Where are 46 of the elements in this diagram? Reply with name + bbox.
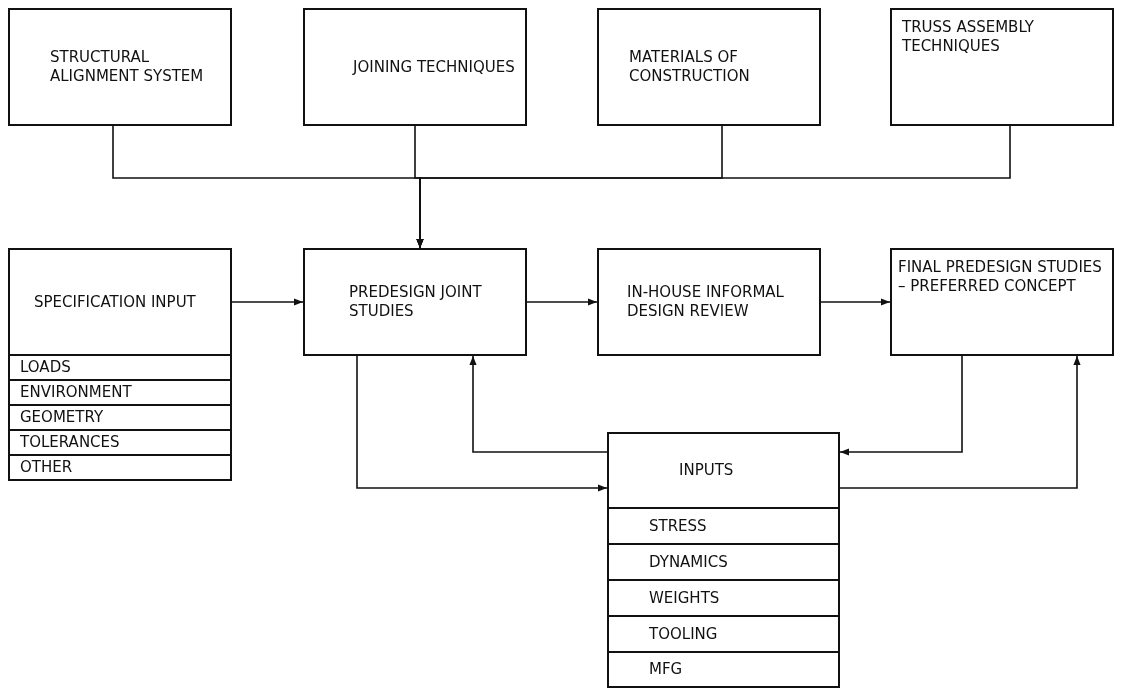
process-box: [607, 432, 840, 509]
box-label: IN-HOUSE INFORMAL DESIGN REVIEW: [627, 283, 785, 321]
arrow: [839, 355, 963, 456]
box-label: INPUTS: [679, 461, 734, 480]
box-label: STRUCTURAL ALIGNMENT SYSTEM: [50, 48, 205, 86]
box-label: STRESS: [649, 516, 707, 536]
box-label: MATERIALS OF CONSTRUCTION: [629, 48, 751, 86]
process-box: [597, 8, 821, 126]
process-box: [607, 579, 840, 617]
process-box: [597, 248, 821, 356]
box-label: FINAL PREDESIGN STUDIES – PREFERRED CONCEPT: [898, 258, 1103, 296]
box-label: JOINING TECHNIQUES: [353, 57, 515, 77]
process-box: [607, 507, 840, 545]
arrow: [416, 125, 1011, 249]
arrow: [839, 355, 1081, 489]
process-box: [303, 8, 527, 126]
arrow: [820, 298, 891, 306]
arrow: [356, 355, 608, 492]
process-box: [8, 404, 232, 431]
box-label: TOOLING: [649, 624, 718, 644]
box-label: SPECIFICATION INPUT: [34, 292, 196, 312]
process-box: [890, 8, 1114, 126]
process-box: [607, 651, 840, 688]
box-label: OTHER: [20, 458, 73, 477]
arrow: [231, 298, 304, 306]
process-box: [607, 615, 840, 653]
box-label: GEOMETRY: [20, 408, 104, 427]
process-box: [8, 429, 232, 456]
box-label: WEIGHTS: [649, 588, 720, 608]
arrow: [469, 355, 608, 453]
process-box: [8, 379, 232, 406]
box-label: LOADS: [20, 358, 71, 377]
box-label: ENVIRONMENT: [20, 383, 132, 402]
box-label: DYNAMICS: [649, 552, 728, 572]
box-label: MFG: [649, 660, 683, 679]
process-box: [8, 8, 232, 126]
process-box: [303, 248, 527, 356]
box-label: TOLERANCES: [20, 433, 120, 452]
process-box: [8, 248, 232, 356]
box-label: PREDESIGN JOINT STUDIES: [349, 283, 483, 321]
box-label: TRUSS ASSEMBLY TECHNIQUES: [902, 18, 1035, 56]
process-box: [607, 543, 840, 581]
process-box: [8, 354, 232, 381]
process-box: [890, 248, 1114, 356]
process-box: [8, 454, 232, 481]
arrow: [526, 298, 598, 306]
